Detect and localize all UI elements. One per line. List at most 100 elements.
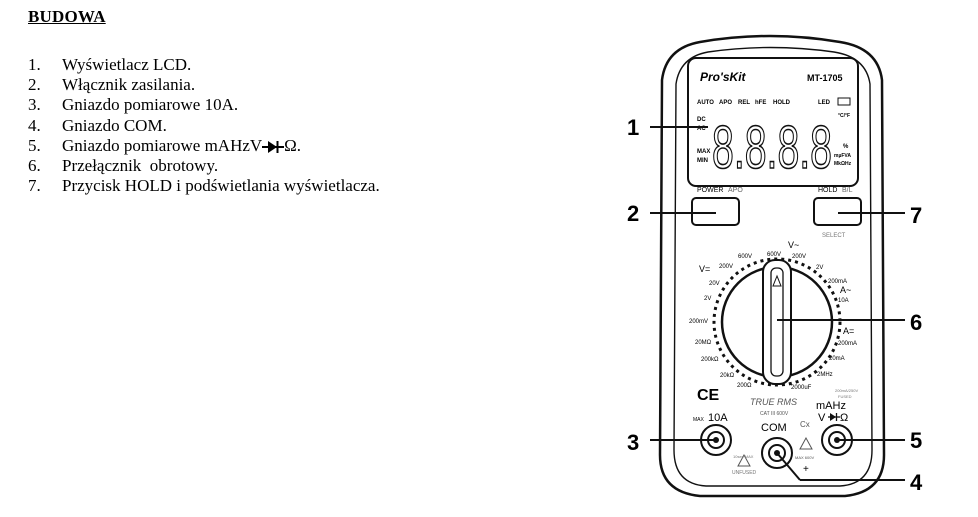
list-item: 6. Przełącznik obrotowy. <box>28 156 380 176</box>
callout-number: 4 <box>910 470 923 495</box>
list-item: 4. Gniazdo COM. <box>28 116 380 136</box>
callout-number: 1 <box>627 115 639 140</box>
lcd-label-units-b: MkΩHz <box>834 161 852 167</box>
diode-symbol-icon <box>830 413 836 421</box>
plus-symbol: + <box>803 464 809 475</box>
lcd-label-dc: DC <box>697 117 706 123</box>
dial-label: 20kΩ <box>720 373 735 379</box>
dial-label: 200mV <box>689 319 708 325</box>
list-item: 5. Gniazdo pomiarowe mAHzV Ω. <box>28 136 380 156</box>
warn-10a-label: 10sec MAX <box>733 454 754 459</box>
lcd-label-units-a: mµFVA <box>834 153 851 159</box>
dial-label: 2MHz <box>817 372 833 378</box>
multimeter-illustration: Pro'sKit MT-1705 AUTO APO REL hFE HOLD L… <box>600 30 970 510</box>
dial-label: 200V <box>719 264 733 270</box>
apo-label: APO <box>728 187 743 194</box>
item-number: 7. <box>28 176 41 196</box>
dial-label: 2V <box>816 265 823 271</box>
warning-triangle-icon <box>799 436 813 450</box>
section-heading: BUDOWA <box>28 7 106 26</box>
hold-label: HOLD <box>818 187 837 194</box>
callout-number: 2 <box>627 201 639 226</box>
dial-label: 200mA <box>838 341 857 347</box>
rotary-knob-grip <box>762 259 792 385</box>
lcd-label-percent: % <box>843 144 849 150</box>
parts-list: 1. Wyświetlacz LCD. 2. Włącznik zasilania.… <box>28 55 380 196</box>
dial-label: V~ <box>788 240 799 250</box>
model-label: MT-1705 <box>807 73 843 83</box>
warning-triangle-icon <box>737 453 751 467</box>
list-item: 3. Gniazdo pomiarowe 10A. <box>28 95 380 115</box>
item-text: Gniazdo pomiarowe 10A. <box>62 95 239 115</box>
display-panel <box>687 57 859 187</box>
dial-label: 200kΩ <box>701 357 719 363</box>
lcd-label-led: LED <box>818 100 831 106</box>
brand-logo: Pro'sKit <box>700 70 747 84</box>
lcd-label-ac: AC <box>697 126 706 132</box>
item-text: Gniazdo COM. <box>62 115 167 135</box>
bl-label: B/L <box>842 187 853 194</box>
item-number: 4. <box>28 115 41 135</box>
lcd-label-rel: REL <box>738 100 750 106</box>
max-label: MAX <box>693 417 705 423</box>
dial-label: 600V <box>767 252 781 258</box>
callout-number: 6 <box>910 310 922 335</box>
battery-icon <box>837 97 851 106</box>
meter-inner-body <box>673 46 873 487</box>
lcd-label-apo: APO <box>719 100 732 106</box>
fused-label: FUSED <box>838 394 852 399</box>
list-item: 7. Przycisk HOLD i podświetlania wyświetl… <box>28 176 380 196</box>
item-text: Przełącznik obrotowy. <box>62 156 219 176</box>
power-label: POWER <box>697 187 723 194</box>
item-text: Wyświetlacz LCD. <box>62 55 192 74</box>
list-item: 1. Wyświetlacz LCD. <box>28 55 380 75</box>
hold-button[interactable] <box>813 197 862 226</box>
socket-10a-label: 10A <box>708 412 728 424</box>
dial-label: 20MΩ <box>695 340 712 346</box>
max-600v-label: MAX 600V <box>795 455 814 460</box>
dial-label: 2000uF <box>791 385 812 391</box>
diode-icon <box>262 140 285 153</box>
dial-label: 200Ω <box>737 383 752 389</box>
dial-label: 2V <box>704 296 711 302</box>
cx-label: Cx <box>800 420 810 429</box>
lcd-label-hfe: hFE <box>755 100 766 106</box>
item-text: Gniazdo pomiarowe mAHzV <box>62 135 263 155</box>
lcd-digits: 8.8.8.8 <box>712 114 832 181</box>
lcd-label-hold: HOLD <box>773 100 791 106</box>
warn-ma-label: 200mA/250V <box>835 388 858 393</box>
dial-label: 600V <box>738 254 752 260</box>
item-text-suffix: Ω. <box>284 135 302 155</box>
select-label: SELECT <box>822 233 846 239</box>
lcd-label-min: MIN <box>697 158 708 164</box>
item-number: 3. <box>28 95 41 115</box>
dial-label: V= <box>699 264 710 274</box>
callout-number: 5 <box>910 428 922 453</box>
pointer-arrow-icon <box>772 274 782 287</box>
socket-right-bottom-label: V <box>818 412 826 424</box>
callout-number: 7 <box>910 203 922 228</box>
item-number: 2. <box>28 75 41 95</box>
dial-label: 200V <box>792 254 806 260</box>
dial-label: A= <box>843 326 854 336</box>
dial-label: 10A <box>838 298 849 304</box>
dial-label: 20V <box>709 281 720 287</box>
socket-com-label: COM <box>761 422 787 434</box>
item-number: 5. <box>28 135 41 155</box>
rotary-knob-pointer <box>770 267 784 377</box>
callout-line-4 <box>776 452 801 481</box>
list-item: 2. Włącznik zasilania. <box>28 75 380 95</box>
lcd-label-max: MAX <box>697 149 710 155</box>
unfused-label: UNFUSED <box>732 470 757 476</box>
lcd-label-temp: °C/°F <box>838 113 850 119</box>
item-number: 6. <box>28 156 41 176</box>
item-text: Przycisk HOLD i podświetlania wyświetlac… <box>62 176 380 196</box>
cat-rating-label: CAT III 600V <box>760 411 789 417</box>
ce-mark: CE <box>697 387 720 404</box>
item-number: 1. <box>28 55 41 74</box>
power-button[interactable] <box>691 197 740 226</box>
callout-number: 3 <box>627 430 639 455</box>
item-text: Włącznik zasilania. <box>62 75 196 95</box>
multimeter-svg: Pro'sKit MT-1705 AUTO APO REL hFE HOLD L… <box>627 34 923 498</box>
dial-label: 200mA <box>828 279 847 285</box>
